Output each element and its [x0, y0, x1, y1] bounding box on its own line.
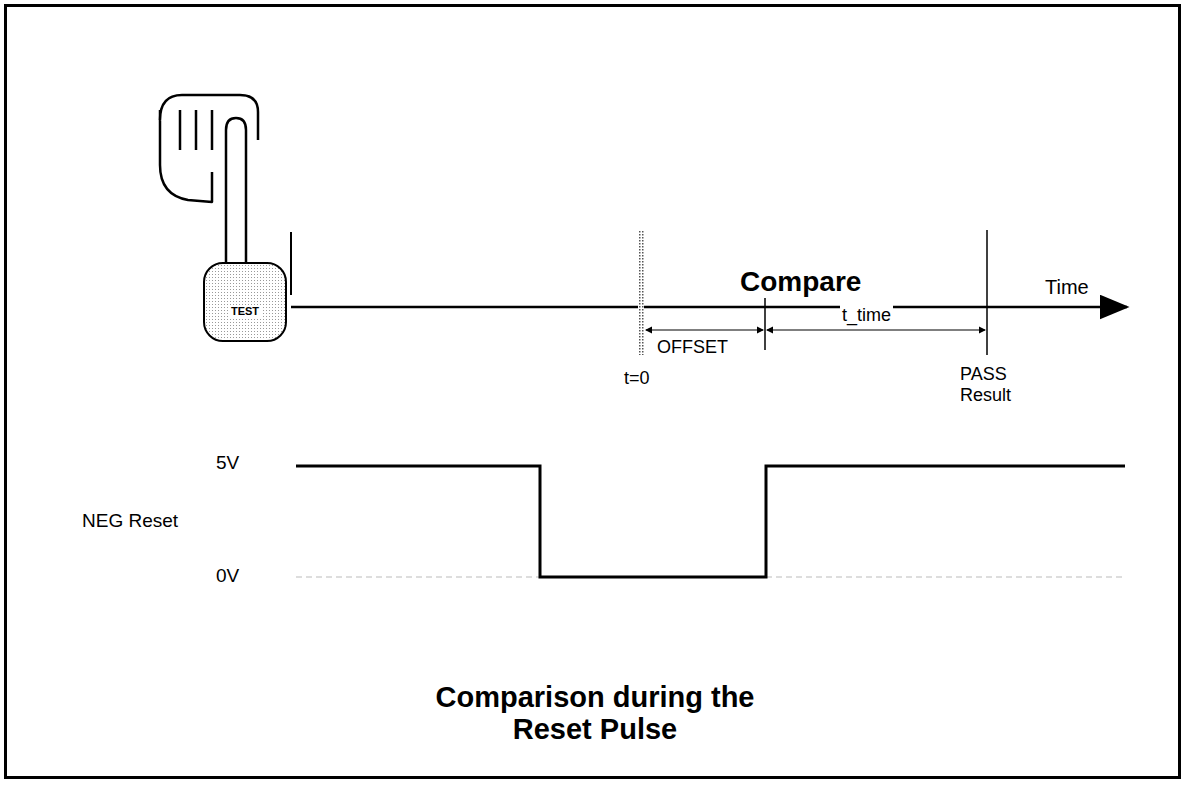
t0-label: t=0	[622, 368, 652, 389]
compare-label: Compare	[738, 266, 863, 298]
result-tick	[986, 230, 988, 355]
t-time-span	[767, 329, 985, 330]
result-label: PASS Result	[958, 364, 1034, 405]
caption: Comparison during the Reset Pulse	[405, 682, 785, 746]
t-time-label: t_time	[840, 305, 893, 326]
start-tick	[290, 232, 292, 295]
t0-marker	[638, 230, 644, 355]
level-label: 5V	[214, 452, 241, 474]
level-label: 0V	[214, 565, 241, 587]
axis-label: Time	[1043, 276, 1091, 299]
hand-icon	[160, 95, 258, 275]
reset-waveform	[296, 466, 1125, 577]
test-button: TEST	[203, 262, 287, 342]
signal-name: NEG Reset	[80, 510, 180, 532]
button-label: TEST	[229, 305, 261, 317]
time-axis	[291, 306, 1127, 309]
offset-label: OFFSET	[655, 337, 730, 358]
offset-span	[646, 329, 763, 330]
